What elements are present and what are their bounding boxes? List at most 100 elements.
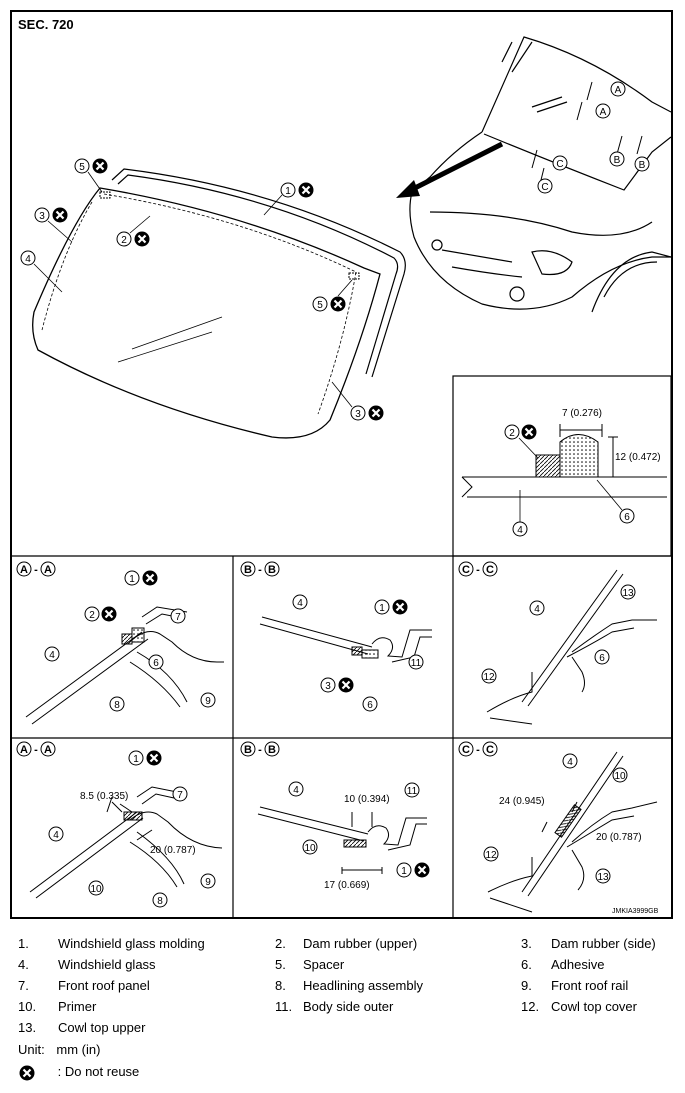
svg-text:C: C bbox=[541, 182, 548, 193]
section-bb-top bbox=[259, 616, 432, 663]
svg-text:8: 8 bbox=[114, 700, 120, 711]
unit-value: mm (in) bbox=[56, 1042, 101, 1057]
legend-item: 5.Spacer bbox=[275, 957, 345, 972]
svg-text:B: B bbox=[268, 744, 276, 756]
x-circle-icon bbox=[19, 1065, 35, 1081]
header-aa-top: A-A bbox=[16, 561, 56, 577]
svg-text:2: 2 bbox=[121, 235, 127, 246]
svg-text:B: B bbox=[614, 155, 621, 166]
svg-text:12: 12 bbox=[485, 850, 497, 861]
legend-item: 10.Primer bbox=[18, 999, 97, 1014]
adhesive-shape bbox=[559, 434, 599, 478]
svg-text:1: 1 bbox=[285, 186, 291, 197]
section-label: SEC. 720 bbox=[18, 17, 74, 32]
svg-text:6: 6 bbox=[599, 653, 605, 664]
svg-text:6: 6 bbox=[153, 658, 159, 669]
legend-item: 9.Front roof rail bbox=[521, 978, 629, 993]
section-markers-car bbox=[531, 81, 643, 189]
aa-top-callouts: 1 2 7 4 6 8 9 bbox=[44, 569, 216, 712]
svg-text:2: 2 bbox=[89, 610, 95, 621]
svg-text:7 (0.276): 7 (0.276) bbox=[562, 408, 602, 419]
aa-bottom-dims: 8.5 (0.335) 20 (0.787) bbox=[80, 791, 196, 856]
svg-text:6: 6 bbox=[624, 512, 630, 523]
aa-bottom-callouts: 1 7 4 9 10 8 bbox=[48, 749, 216, 908]
windshield-glass-drawing bbox=[32, 187, 381, 439]
legend-item: 8.Headlining assembly bbox=[275, 978, 423, 993]
svg-text:12: 12 bbox=[483, 672, 495, 683]
svg-text:C: C bbox=[486, 744, 494, 756]
svg-text:13: 13 bbox=[597, 872, 609, 883]
callout-4-left: 4 bbox=[20, 250, 63, 293]
svg-text:1: 1 bbox=[379, 603, 385, 614]
section-grid bbox=[12, 555, 671, 917]
svg-text:C: C bbox=[462, 744, 470, 756]
svg-text:A: A bbox=[44, 564, 52, 576]
legend-item: 11.Body side outer bbox=[275, 999, 394, 1014]
legend-item: 12.Cowl top cover bbox=[521, 999, 637, 1014]
header-cc-top: C-C bbox=[458, 561, 498, 577]
callout-3-right: 3 bbox=[331, 381, 385, 422]
bb-bottom-dims: 10 (0.394) 17 (0.669) bbox=[324, 794, 390, 891]
svg-text:9: 9 bbox=[205, 877, 211, 888]
svg-text:B: B bbox=[244, 744, 252, 756]
svg-text:8: 8 bbox=[157, 896, 163, 907]
svg-text:C: C bbox=[556, 159, 563, 170]
svg-text:-: - bbox=[34, 564, 38, 576]
bb-top-callouts: 4 1 11 3 6 bbox=[292, 594, 424, 712]
svg-text:20 (0.787): 20 (0.787) bbox=[150, 845, 196, 856]
legend-item: 2.Dam rubber (upper) bbox=[275, 936, 418, 951]
direction-arrowhead bbox=[396, 180, 420, 198]
svg-text:-: - bbox=[258, 564, 262, 576]
svg-text:4: 4 bbox=[517, 525, 523, 536]
svg-text:7: 7 bbox=[175, 612, 181, 623]
svg-text:3: 3 bbox=[355, 409, 361, 420]
unit-label: Unit: bbox=[18, 1042, 45, 1057]
dam-rubber-shape bbox=[535, 454, 561, 478]
svg-text:4: 4 bbox=[53, 830, 59, 841]
callout-5-top: 5 bbox=[74, 157, 109, 193]
svg-text:1: 1 bbox=[129, 574, 135, 585]
callout-2-top: 2 bbox=[116, 215, 151, 248]
svg-text:1: 1 bbox=[133, 754, 139, 765]
svg-text:8.5 (0.335): 8.5 (0.335) bbox=[80, 791, 128, 802]
svg-text:-: - bbox=[34, 744, 38, 756]
car-section-labels: A A C C B B bbox=[537, 81, 650, 194]
section-headers: A-A B-B C-C A-A B-B C-C bbox=[16, 561, 498, 757]
svg-text:C: C bbox=[462, 564, 470, 576]
section-aa-bottom bbox=[29, 786, 223, 899]
section-bb-bottom bbox=[257, 806, 427, 874]
legend-item: 7.Front roof panel bbox=[18, 978, 150, 993]
svg-text:10: 10 bbox=[614, 771, 626, 782]
svg-text:7: 7 bbox=[177, 790, 183, 801]
spacer-markers bbox=[99, 191, 360, 280]
header-bb-bottom: B-B bbox=[240, 741, 280, 757]
svg-text:1: 1 bbox=[401, 866, 407, 877]
cc-top-callouts: 4 13 6 12 bbox=[481, 584, 636, 684]
section-cc-bottom bbox=[487, 751, 658, 913]
svg-text:11: 11 bbox=[411, 658, 422, 669]
svg-text:A: A bbox=[20, 744, 28, 756]
svg-text:A: A bbox=[615, 85, 622, 96]
svg-text:3: 3 bbox=[325, 681, 331, 692]
svg-text:B: B bbox=[268, 564, 276, 576]
unit-line: Unit: mm (in) bbox=[18, 1042, 100, 1057]
svg-text:13: 13 bbox=[622, 588, 634, 599]
svg-text:4: 4 bbox=[25, 254, 31, 265]
do-not-reuse-note: : Do not reuse bbox=[18, 1064, 139, 1082]
svg-text:A: A bbox=[600, 107, 607, 118]
svg-text:4: 4 bbox=[297, 598, 303, 609]
callout-3-left: 3 bbox=[34, 206, 73, 243]
svg-text:A: A bbox=[44, 744, 52, 756]
svg-text:12 (0.472): 12 (0.472) bbox=[615, 452, 661, 463]
callout-5-right: 5 bbox=[312, 279, 353, 313]
svg-text:C: C bbox=[486, 564, 494, 576]
svg-text:5: 5 bbox=[79, 162, 85, 173]
diagram-frame: SEC. 720 A A C C B B bbox=[10, 10, 673, 919]
overview-callouts: 5 1 3 2 4 5 3 bbox=[20, 157, 385, 422]
svg-text:20 (0.787): 20 (0.787) bbox=[596, 832, 642, 843]
svg-text:10 (0.394): 10 (0.394) bbox=[344, 794, 390, 805]
svg-text:-: - bbox=[258, 744, 262, 756]
vehicle-illustration bbox=[409, 36, 672, 313]
windshield-molding-drawing bbox=[111, 168, 406, 378]
svg-text:-: - bbox=[476, 564, 480, 576]
